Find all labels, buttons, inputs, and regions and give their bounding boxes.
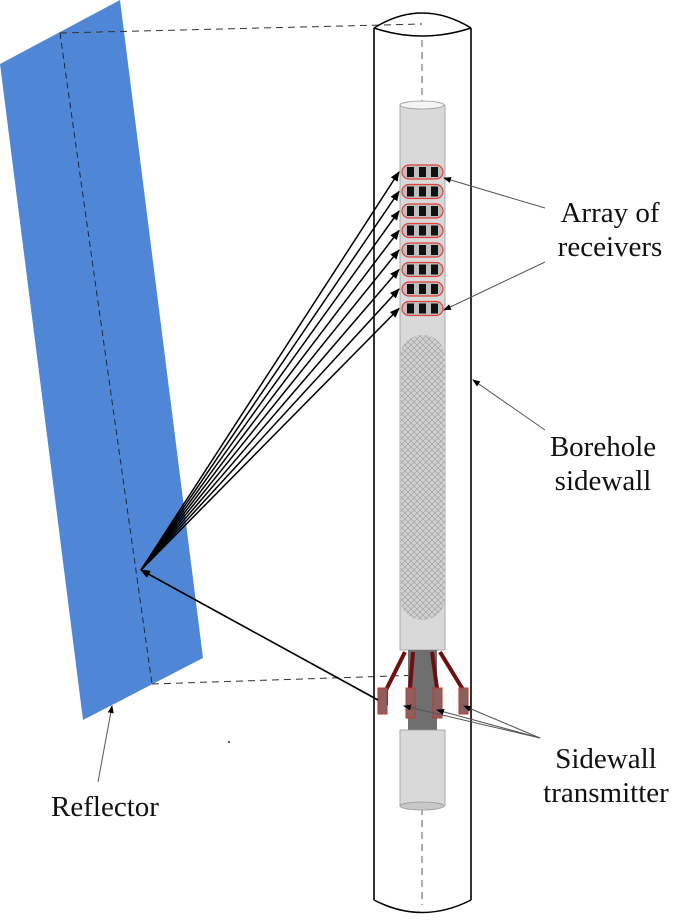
label-borehole-sidewall: Borehole sidewall	[528, 430, 678, 498]
receiver-element	[407, 245, 414, 255]
receiver-element	[407, 167, 414, 177]
pointer-array-bottom	[443, 261, 546, 311]
receiver-element	[419, 264, 426, 275]
reflected-ray	[140, 190, 400, 571]
pointer-borehole	[472, 379, 546, 431]
reflected-ray	[140, 268, 400, 571]
pointer-transmitter-1	[403, 704, 541, 739]
label-reflector: Reflector	[20, 790, 190, 824]
receiver-element	[419, 186, 426, 197]
transmitter-pad-inner-left	[405, 687, 416, 719]
label-borehole-line2: sidewall	[554, 465, 652, 497]
receiver-element	[431, 206, 438, 216]
reflected-ray	[140, 307, 400, 571]
reflected-rays	[140, 171, 400, 571]
reflected-ray	[140, 249, 400, 571]
incident-ray	[140, 569, 379, 701]
transmitter-arm-left	[384, 651, 407, 705]
receiver-element	[419, 167, 426, 177]
tool-mesh-section	[400, 335, 445, 620]
receiver-element	[431, 284, 438, 294]
receiver-element	[407, 186, 414, 197]
receiver-element	[419, 245, 426, 255]
pointer-reflector	[97, 705, 114, 783]
receiver-element	[407, 206, 414, 216]
projection-line-bottom	[151, 674, 423, 685]
receiver-element	[431, 264, 438, 275]
transmitter-pad-left	[377, 687, 388, 715]
tool-bottom-cap	[399, 801, 445, 811]
receiver-element	[431, 245, 438, 255]
transmitter-pad-inner-right	[432, 687, 443, 719]
receiver-element	[407, 264, 414, 275]
sidewall-transmitter	[377, 650, 469, 719]
receiver-element	[431, 167, 438, 177]
tool-body-lower	[399, 729, 446, 807]
receiver-element	[419, 206, 426, 216]
borehole-top-ellipse	[373, 12, 472, 29]
transmitter-pad-right	[458, 687, 469, 715]
receiver-element	[431, 303, 438, 314]
pointer-array-top	[443, 177, 546, 209]
label-sidewall-line1: Sidewall	[555, 743, 657, 775]
transmitter-arm-inner-right	[430, 651, 439, 689]
label-array-of-receivers: Array of receivers	[535, 196, 685, 264]
receiver-element	[407, 303, 414, 314]
receiver-element	[407, 284, 414, 294]
receiver-element	[431, 225, 438, 236]
receiver-element	[419, 303, 426, 314]
reflected-ray	[140, 171, 400, 571]
receiver-element	[419, 225, 426, 236]
reflected-ray	[140, 210, 400, 571]
projection-line-top	[59, 23, 423, 34]
tool-top-cap	[399, 100, 445, 110]
label-array-line2: receivers	[557, 231, 663, 263]
receiver-element	[419, 284, 426, 294]
reflected-ray	[140, 288, 400, 571]
label-reflector-text: Reflector	[51, 791, 159, 823]
receiver-element	[431, 186, 438, 197]
reflector-plane	[0, 0, 203, 720]
receiver-element	[407, 225, 414, 236]
borehole-bottom-curve	[373, 899, 472, 914]
label-borehole-line1: Borehole	[549, 431, 657, 463]
stray-dot	[228, 741, 230, 743]
label-sidewall-line2: transmitter	[543, 777, 669, 809]
reflected-ray	[140, 229, 400, 571]
pointer-transmitter-2	[436, 708, 541, 739]
receiver-array	[401, 164, 444, 317]
label-sidewall-transmitter: Sidewall transmitter	[528, 742, 684, 810]
pointer-transmitter-3	[463, 705, 541, 739]
transmitter-arm-inner-left	[408, 651, 415, 689]
label-array-line1: Array of	[560, 197, 660, 229]
